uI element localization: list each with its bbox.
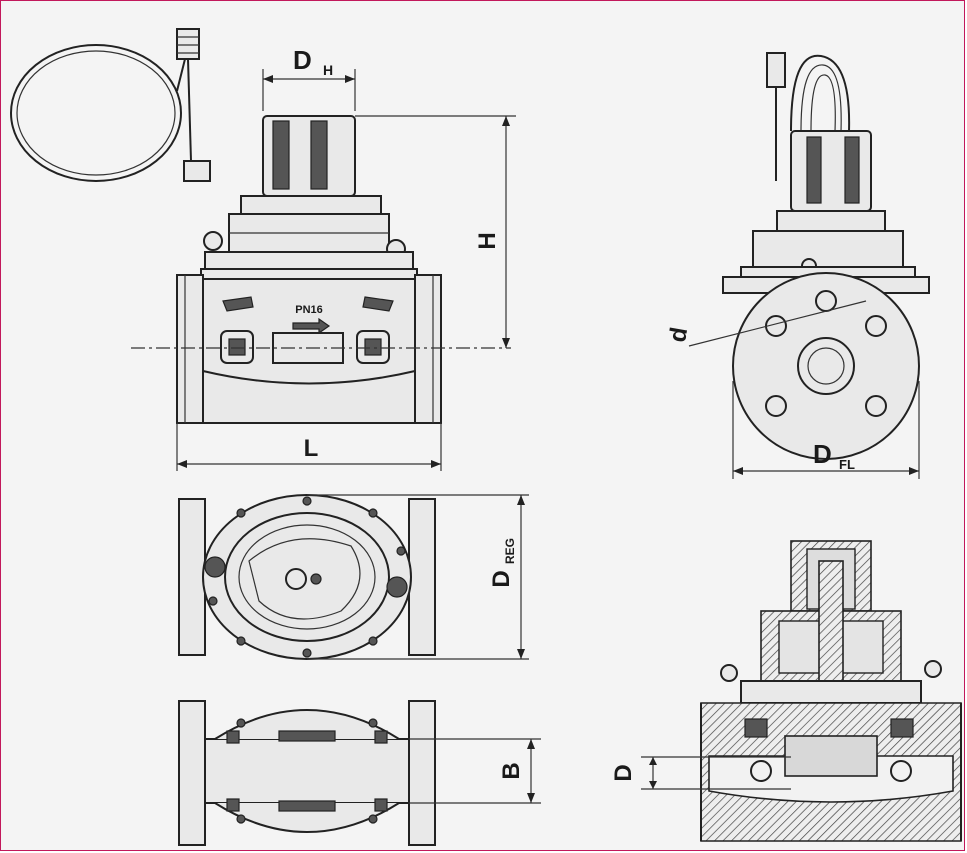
label-b: B <box>498 762 525 779</box>
dimension-dh: D H <box>262 45 356 111</box>
section-view <box>700 540 962 842</box>
dimension-dreg: D REG <box>307 494 529 660</box>
dimension-h: H <box>355 115 516 348</box>
label-dreg-sub: REG <box>503 538 517 564</box>
label-d-bore: D <box>610 764 637 781</box>
dimension-d-hole: d <box>664 300 867 347</box>
dimension-dfl: D FL <box>732 381 920 479</box>
pn-marking: PN16 <box>295 304 323 316</box>
side-view <box>722 52 930 460</box>
label-dh: D <box>293 45 312 75</box>
label-dfl-sub: FL <box>839 457 855 472</box>
dimension-b: B <box>409 738 541 804</box>
label-dfl: D <box>813 439 832 469</box>
bottom-view <box>178 700 436 846</box>
dimension-d-bore: D <box>610 756 791 790</box>
label-dh-sub: H <box>323 62 333 78</box>
label-h: H <box>474 232 501 249</box>
label-l: L <box>304 435 319 462</box>
label-d-hole: d <box>664 325 693 344</box>
capillary-coil-illustration <box>10 28 211 182</box>
label-dreg: D <box>488 570 515 587</box>
top-view <box>178 494 436 660</box>
dimension-l: L <box>176 423 442 471</box>
front-view: PN16 <box>131 115 511 424</box>
